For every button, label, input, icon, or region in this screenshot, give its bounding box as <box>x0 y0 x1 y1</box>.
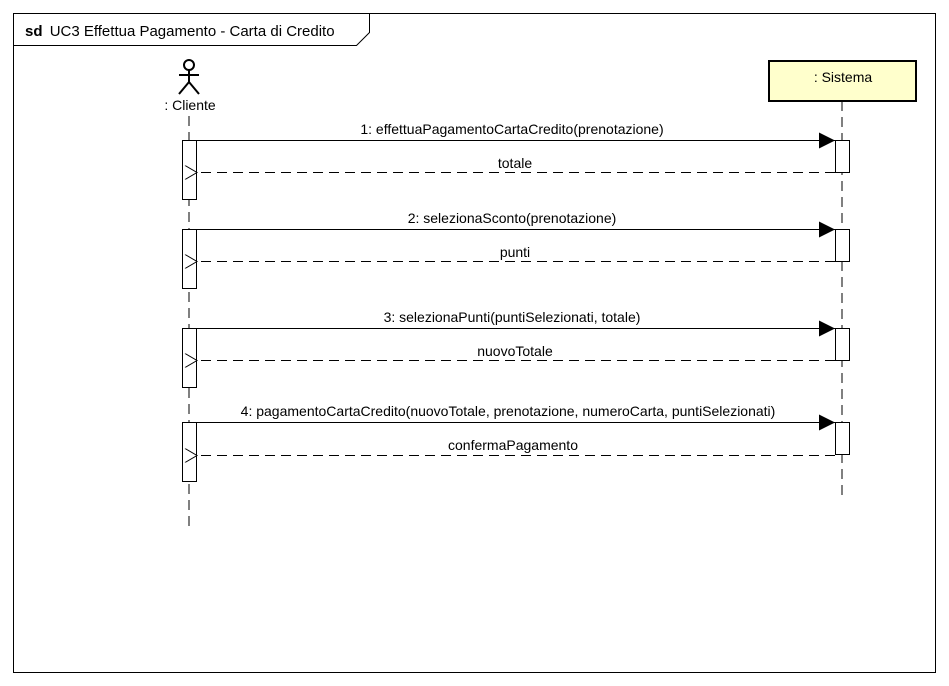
reply-message-label: totale <box>498 155 532 171</box>
system-activation-bar <box>835 328 850 361</box>
stick-figure-icon <box>178 59 200 95</box>
system-activation-bar <box>835 140 850 173</box>
actor-label: : Cliente <box>164 97 216 113</box>
call-message-label: 1: effettuaPagamentoCartaCredito(prenota… <box>360 121 663 137</box>
frame-keyword: sd <box>25 23 43 40</box>
system-activation-bar <box>835 229 850 262</box>
actor-activation-bar <box>182 229 197 289</box>
frame-name: UC3 Effettua Pagamento - Carta di Credit… <box>50 23 335 40</box>
actor-activation-bar <box>182 328 197 388</box>
sequence-frame <box>13 13 936 673</box>
system-header-box <box>768 60 917 102</box>
reply-message-label: punti <box>500 244 530 260</box>
system-label: : Sistema <box>814 69 873 85</box>
frame-title: sd UC3 Effettua Pagamento - Carta di Cre… <box>25 23 335 40</box>
actor-activation-bar <box>182 422 197 482</box>
reply-message-label: nuovoTotale <box>477 343 553 359</box>
reply-message-label: confermaPagamento <box>448 437 578 453</box>
call-message-label: 3: selezionaPunti(puntiSelezionati, tota… <box>384 309 641 325</box>
actor-activation-bar <box>182 140 197 200</box>
call-message-label: 2: selezionaSconto(prenotazione) <box>408 210 617 226</box>
frame-title-tab <box>13 13 370 46</box>
call-message-label: 4: pagamentoCartaCredito(nuovoTotale, pr… <box>241 403 776 419</box>
system-activation-bar <box>835 422 850 455</box>
